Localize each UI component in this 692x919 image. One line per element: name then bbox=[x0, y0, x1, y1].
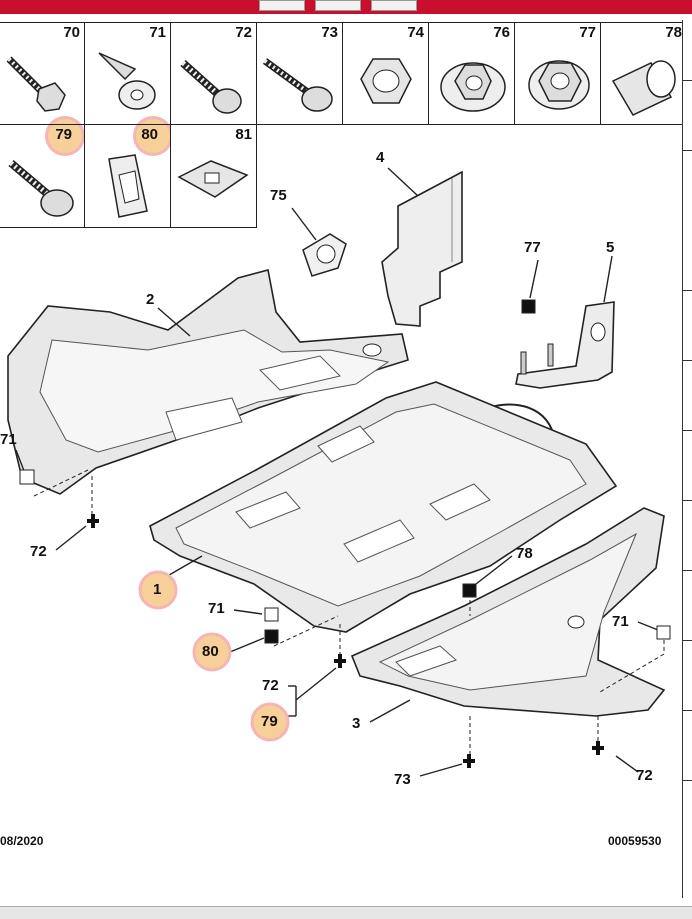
plus-symbols bbox=[87, 514, 604, 768]
label-80[interactable]: 80 bbox=[202, 643, 219, 660]
label-79[interactable]: 79 bbox=[261, 713, 278, 730]
part-number: 70 bbox=[63, 24, 80, 41]
leader-lines bbox=[15, 167, 659, 777]
part-cell-73[interactable]: 73 bbox=[256, 22, 343, 125]
label-72b[interactable]: 72 bbox=[262, 677, 279, 694]
flange-nut-icon bbox=[528, 60, 590, 110]
screw-icon bbox=[8, 159, 74, 217]
status-bar bbox=[0, 906, 692, 919]
highlight-80b bbox=[192, 632, 232, 672]
label-2[interactable]: 2 bbox=[146, 291, 155, 308]
rivet-nut-icon bbox=[611, 60, 676, 116]
part-cell-72[interactable]: 72 bbox=[170, 22, 257, 125]
part-number: 74 bbox=[407, 24, 424, 41]
part-2-shape bbox=[7, 269, 409, 495]
fastener-symbols bbox=[19, 299, 671, 644]
label-75[interactable]: 75 bbox=[270, 187, 287, 204]
label-3[interactable]: 3 bbox=[352, 715, 361, 732]
reference-code: 00059530 bbox=[608, 834, 662, 848]
part-5-shape bbox=[515, 301, 615, 389]
highlight-79b bbox=[250, 702, 290, 742]
spring-clip-icon bbox=[108, 154, 148, 218]
bracket-clip-icon bbox=[177, 160, 249, 198]
highlight-1 bbox=[138, 570, 178, 610]
part-number: 79 bbox=[55, 126, 72, 143]
flange-nut-icon bbox=[440, 62, 506, 112]
date-note: 08/2020 bbox=[0, 834, 44, 848]
part-number: 78 bbox=[665, 24, 682, 41]
part-cell-74[interactable]: 74 bbox=[342, 22, 429, 125]
part-75-shape bbox=[302, 233, 347, 277]
part-1-shape bbox=[149, 381, 618, 633]
part-cell-78[interactable]: 78 bbox=[600, 22, 687, 125]
label-72a[interactable]: 72 bbox=[30, 543, 47, 560]
label-71c[interactable]: 71 bbox=[612, 613, 629, 630]
part-number: 73 bbox=[321, 24, 338, 41]
part-number: 72 bbox=[235, 24, 252, 41]
label-4[interactable]: 4 bbox=[376, 149, 385, 166]
toolbar-button-2[interactable] bbox=[315, 0, 361, 11]
nut-icon bbox=[360, 58, 412, 104]
part-cell-77[interactable]: 77 bbox=[514, 22, 601, 125]
label-71a[interactable]: 71 bbox=[0, 431, 17, 448]
part-number: 80 bbox=[141, 126, 158, 143]
label-78[interactable]: 78 bbox=[516, 545, 533, 562]
label-77[interactable]: 77 bbox=[524, 239, 541, 256]
clip-icon bbox=[98, 52, 156, 110]
part-number: 77 bbox=[579, 24, 596, 41]
label-73[interactable]: 73 bbox=[394, 771, 411, 788]
screw-icon bbox=[180, 60, 242, 114]
label-71b[interactable]: 71 bbox=[208, 600, 225, 617]
part-cell-76[interactable]: 76 bbox=[428, 22, 515, 125]
part-4-shape bbox=[381, 170, 463, 327]
part-number: 76 bbox=[493, 24, 510, 41]
part-3-shape bbox=[350, 507, 666, 717]
part-cell-81[interactable]: 81 bbox=[170, 124, 257, 228]
label-1[interactable]: 1 bbox=[153, 581, 162, 598]
part-cell-79[interactable]: 79 bbox=[0, 124, 85, 228]
right-panel-edge bbox=[682, 20, 692, 898]
part-number: 81 bbox=[235, 126, 252, 143]
toolbar-button-1[interactable] bbox=[259, 0, 305, 11]
part-number: 71 bbox=[149, 24, 166, 41]
toolbar-button-3[interactable] bbox=[371, 0, 417, 11]
label-72c[interactable]: 72 bbox=[636, 767, 653, 784]
screw-icon bbox=[262, 58, 333, 112]
label-5[interactable]: 5 bbox=[606, 239, 615, 256]
screw-icon bbox=[6, 56, 66, 112]
part-cell-71[interactable]: 71 bbox=[84, 22, 171, 125]
